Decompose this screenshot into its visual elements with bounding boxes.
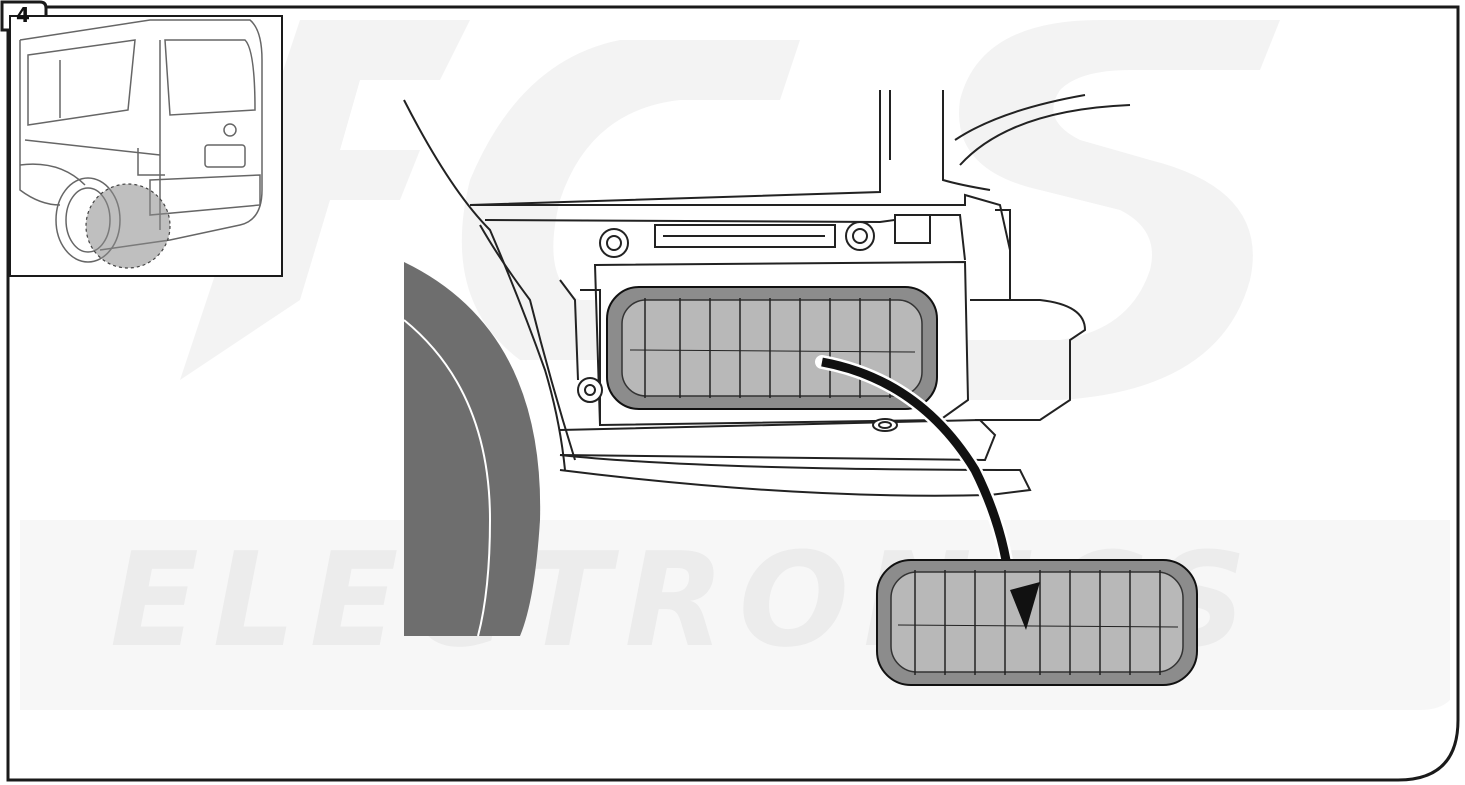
wheel-arch [403,262,541,637]
figure-frame [6,5,1460,782]
vent-grille-installed [606,286,938,410]
step-number: 4 [16,3,30,27]
inset-van-view [9,15,283,277]
vent-grille-removed [876,559,1198,686]
inset-highlight-circle [85,183,171,269]
